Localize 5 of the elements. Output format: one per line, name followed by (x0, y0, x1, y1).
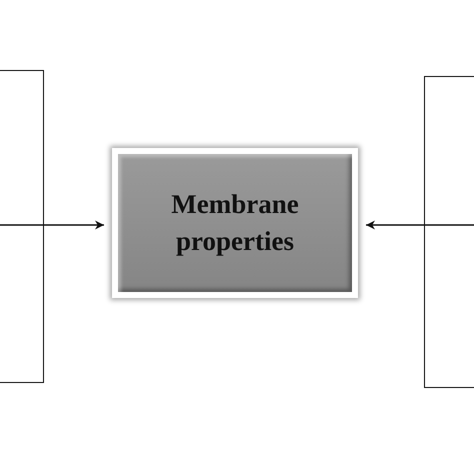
arrow (0, 220, 104, 230)
arrow (366, 220, 474, 230)
input-box (0, 70, 44, 383)
input-box (424, 76, 474, 388)
box-label: Membrane properties (170, 188, 300, 258)
